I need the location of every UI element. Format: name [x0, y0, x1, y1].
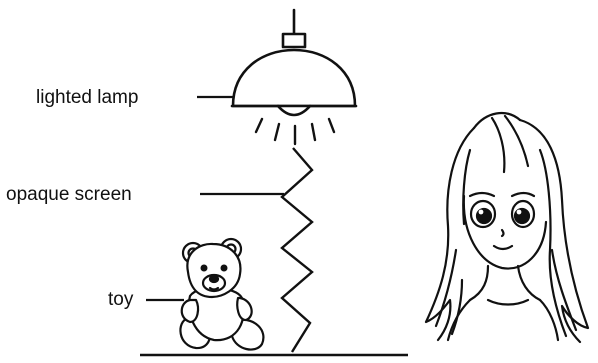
teddy-bear-icon [180, 239, 263, 350]
lamp-label: lighted lamp [36, 87, 138, 108]
girl-face-icon [426, 113, 588, 342]
screen-label: opaque screen [6, 184, 132, 205]
toy-label: toy [108, 289, 134, 310]
lamp-icon [232, 10, 356, 115]
zigzag-screen-icon [282, 148, 312, 352]
light-rays-icon [256, 119, 334, 144]
